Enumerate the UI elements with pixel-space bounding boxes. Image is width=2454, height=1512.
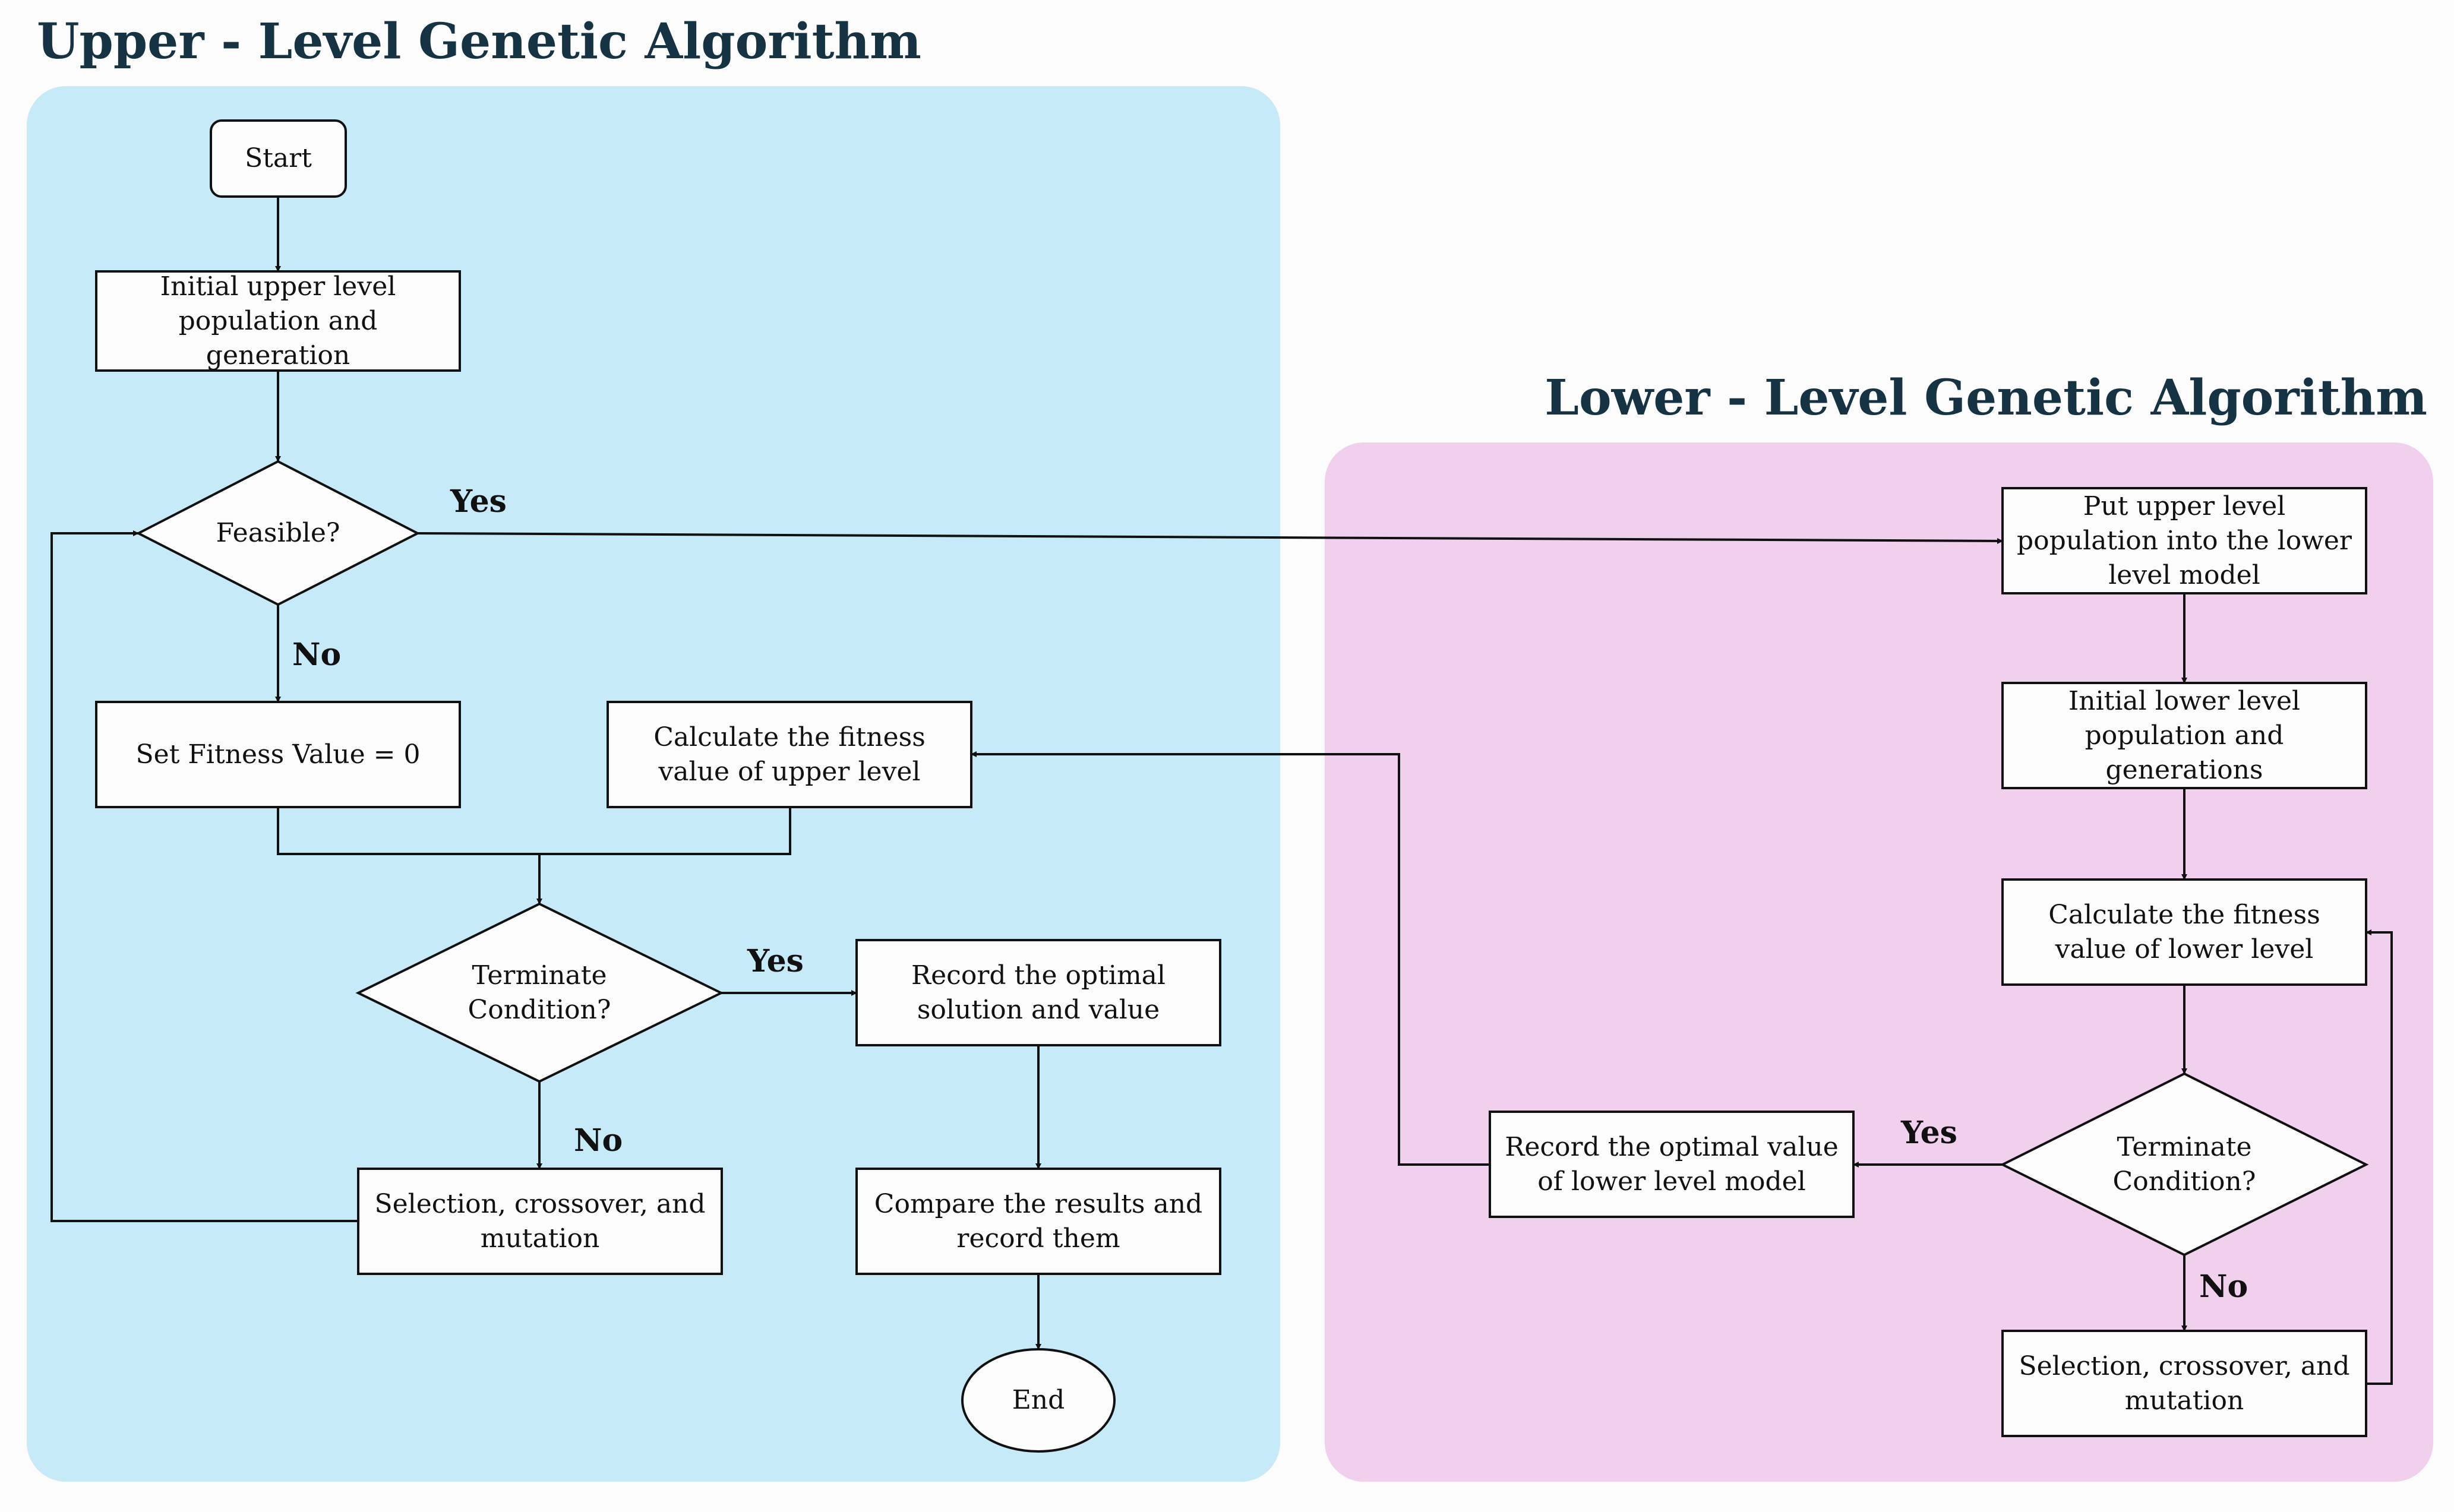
lower-record-shape [1489, 1111, 1855, 1218]
end-node: End [1012, 1385, 1065, 1415]
upper-terminate-yes-label: Yes [747, 943, 804, 979]
lower-level-title: Lower - Level Genetic Algorithm [1545, 369, 2427, 426]
lower-selection-node: Selection, crossover, and mutation [2019, 1350, 2350, 1416]
lower-init-node: Initial lower level population and gener… [2068, 685, 2301, 785]
arrow-feasible-yes [417, 532, 2003, 544]
connector-merge-fitness [277, 807, 791, 855]
put-population-node: Put upper level population into the lowe… [2017, 491, 2352, 590]
feasible-yes-label: Yes [450, 483, 507, 520]
upper-calc-fitness-shape [607, 701, 972, 808]
upper-record-shape [855, 939, 1221, 1046]
start-node: Start [245, 143, 312, 173]
feasible-no-label: No [292, 637, 342, 673]
upper-record-node: Record the optimal solution and value [911, 960, 1166, 1025]
arrow-lower-record-to-upper-calc [971, 751, 1490, 1166]
upper-selection-node: Selection, crossover, and mutation [374, 1188, 706, 1254]
lower-record-node: Record the optimal value of lower level … [1505, 1131, 1839, 1197]
lower-terminate-yes-label: Yes [1901, 1115, 1957, 1151]
lower-calc-fitness-node: Calculate the fitness value of lower lev… [2048, 899, 2320, 964]
arrow-lower-selection-loop [2365, 929, 2393, 1385]
upper-level-title: Upper - Level Genetic Algorithm [37, 13, 921, 70]
upper-init-shape [95, 270, 461, 372]
arrow-selection-loop-to-feasible [50, 530, 358, 1222]
set-fitness-node: Set Fitness Value = 0 [135, 739, 421, 770]
feasible-decision: Feasible? [216, 517, 340, 548]
compare-node: Compare the results and record them [874, 1188, 1203, 1254]
upper-terminate-no-label: No [574, 1122, 623, 1159]
put-population-shape [2001, 487, 2367, 594]
upper-terminate-decision: Terminate Condition? [468, 960, 611, 1025]
lower-terminate-decision: Terminate Condition? [2112, 1131, 2256, 1197]
lower-terminate-no-label: No [2199, 1269, 2248, 1305]
upper-init-node: Initial upper level population and gener… [160, 271, 396, 371]
set-fitness-shape [95, 701, 461, 808]
upper-selection-shape [357, 1168, 723, 1275]
upper-calc-fitness-node: Calculate the fitness value of upper lev… [653, 722, 926, 787]
